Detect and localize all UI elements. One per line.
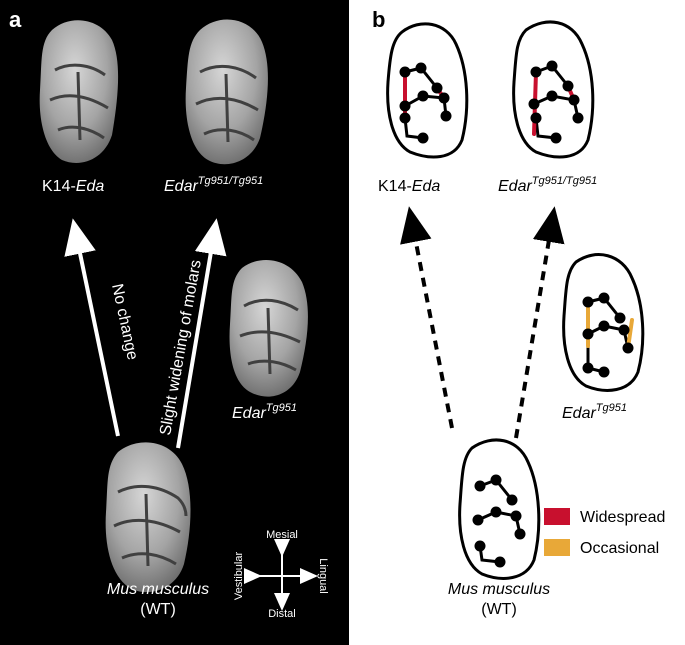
arrow-no-change <box>64 218 120 437</box>
schematic-edar-het <box>562 253 645 392</box>
label-wt-strain-a: (WT) <box>140 601 176 618</box>
legend-label-occasional: Occasional <box>580 540 659 557</box>
compass-lingual: Lingual <box>317 558 329 593</box>
label-k14-eda-b: K14-Eda <box>378 178 440 195</box>
label-wt-species-a: Mus musculus <box>107 581 209 598</box>
label-k14-eda: K14-Eda <box>42 178 104 195</box>
legend: Widespread Occasional <box>544 508 665 557</box>
label-edar-het-b: EdarTg951 <box>562 402 627 422</box>
arrow-dashed-to-k14 <box>400 206 454 429</box>
legend-swatch-widespread <box>544 508 570 525</box>
panel-a: a K14-Eda EdarTg951/Tg951 EdarTg951 No c… <box>0 0 349 645</box>
label-wt-species-b: Mus musculus <box>448 581 550 598</box>
arrow-slight-widening <box>176 218 227 449</box>
schematic-edar-homo <box>512 20 595 159</box>
label-edar-homo-b: EdarTg951/Tg951 <box>498 175 597 195</box>
legend-label-widespread: Widespread <box>580 509 665 526</box>
compass-vestibular: Vestibular <box>233 552 245 601</box>
label-wt-strain-b: (WT) <box>481 601 517 618</box>
arrow-dashed-to-edar-homo <box>514 206 565 439</box>
tooth-image-wt <box>105 442 191 593</box>
panel-a-letter: a <box>9 7 22 32</box>
panel-b: b <box>372 7 665 618</box>
tooth-image-edar-het <box>229 259 308 397</box>
tooth-image-k14-eda <box>39 20 119 163</box>
panel-b-letter: b <box>372 7 385 32</box>
legend-swatch-occasional <box>544 539 570 556</box>
schematic-wt <box>458 438 541 580</box>
compass-distal: Distal <box>268 608 296 620</box>
schematic-k14-eda <box>386 22 469 159</box>
orientation-compass: Mesial Distal Vestibular Lingual <box>233 529 329 620</box>
label-edar-het: EdarTg951 <box>232 402 297 422</box>
tooth-image-edar-homo <box>185 19 268 165</box>
label-edar-homo: EdarTg951/Tg951 <box>164 175 263 195</box>
compass-mesial: Mesial <box>266 529 298 541</box>
